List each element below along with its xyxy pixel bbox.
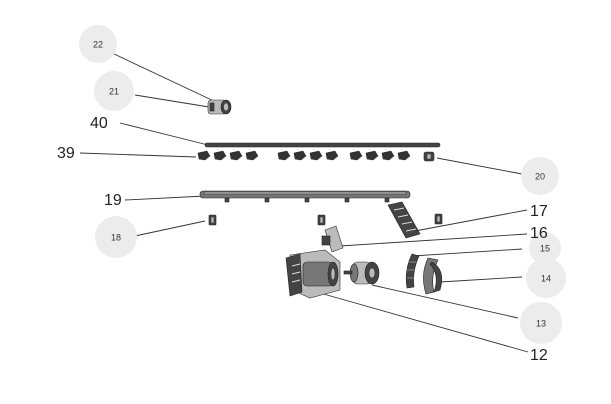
callout-16-label: 16 [530,225,548,242]
callout-20-label: 20 [535,171,545,181]
louver-clip [381,150,395,161]
part-13-motor [343,261,380,285]
part-39-clips [197,150,411,161]
louver-clip [197,150,211,161]
leader-14 [439,276,523,283]
louver-clip [365,150,379,161]
louver-clip [325,150,339,161]
callout-18-label: 18 [111,232,121,242]
louver-clip [309,150,323,161]
callout-19-label: 19 [104,192,122,209]
leader-16 [339,233,528,247]
callout-20: 20 [521,157,559,195]
part-19-louver-bar [199,190,411,203]
callout-18: 18 [95,216,137,258]
callout-39-label: 39 [57,145,75,162]
leader-12 [319,292,529,353]
leader-39 [79,152,197,158]
callout-14-label: 14 [541,273,551,283]
leader-lines [79,52,529,353]
leader-22 [111,52,217,103]
callout-22: 22 [79,25,117,63]
part-16-plate [321,225,344,253]
part-15-cover [405,253,420,289]
part-17-bracket [387,201,421,239]
callout-15-label: 15 [540,243,550,253]
part-40-rod [204,142,441,148]
callout-40-label: 40 [90,115,108,132]
leader-20 [436,157,523,175]
callout-22-label: 22 [93,39,103,49]
callout-12-label: 12 [530,347,548,364]
louver-clip [245,150,259,161]
louver-clip [397,150,411,161]
callout-13-label: 13 [536,318,546,328]
leader-17 [414,209,528,232]
louver-clip [213,150,227,161]
part-18-bushings [208,213,443,226]
part-21-22-connector [207,99,232,115]
leader-13 [371,284,519,319]
leader-19 [124,195,206,201]
part-14-shell [423,257,443,295]
part-12-housing [285,249,341,299]
louver-clip [293,150,307,161]
louver-clip [229,150,243,161]
louver-clip [277,150,291,161]
callout-21-label: 21 [109,86,119,96]
louver-clip [349,150,363,161]
leader-18 [134,220,206,237]
part-20-knob [423,151,435,162]
leader-21 [134,94,210,108]
callout-14: 14 [526,258,566,298]
callout-15: 15 [529,232,561,264]
callout-21: 21 [94,71,134,111]
callout-17-label: 17 [530,203,548,220]
leader-40 [119,122,209,146]
leader-15 [411,248,523,257]
callout-13: 13 [520,302,562,344]
